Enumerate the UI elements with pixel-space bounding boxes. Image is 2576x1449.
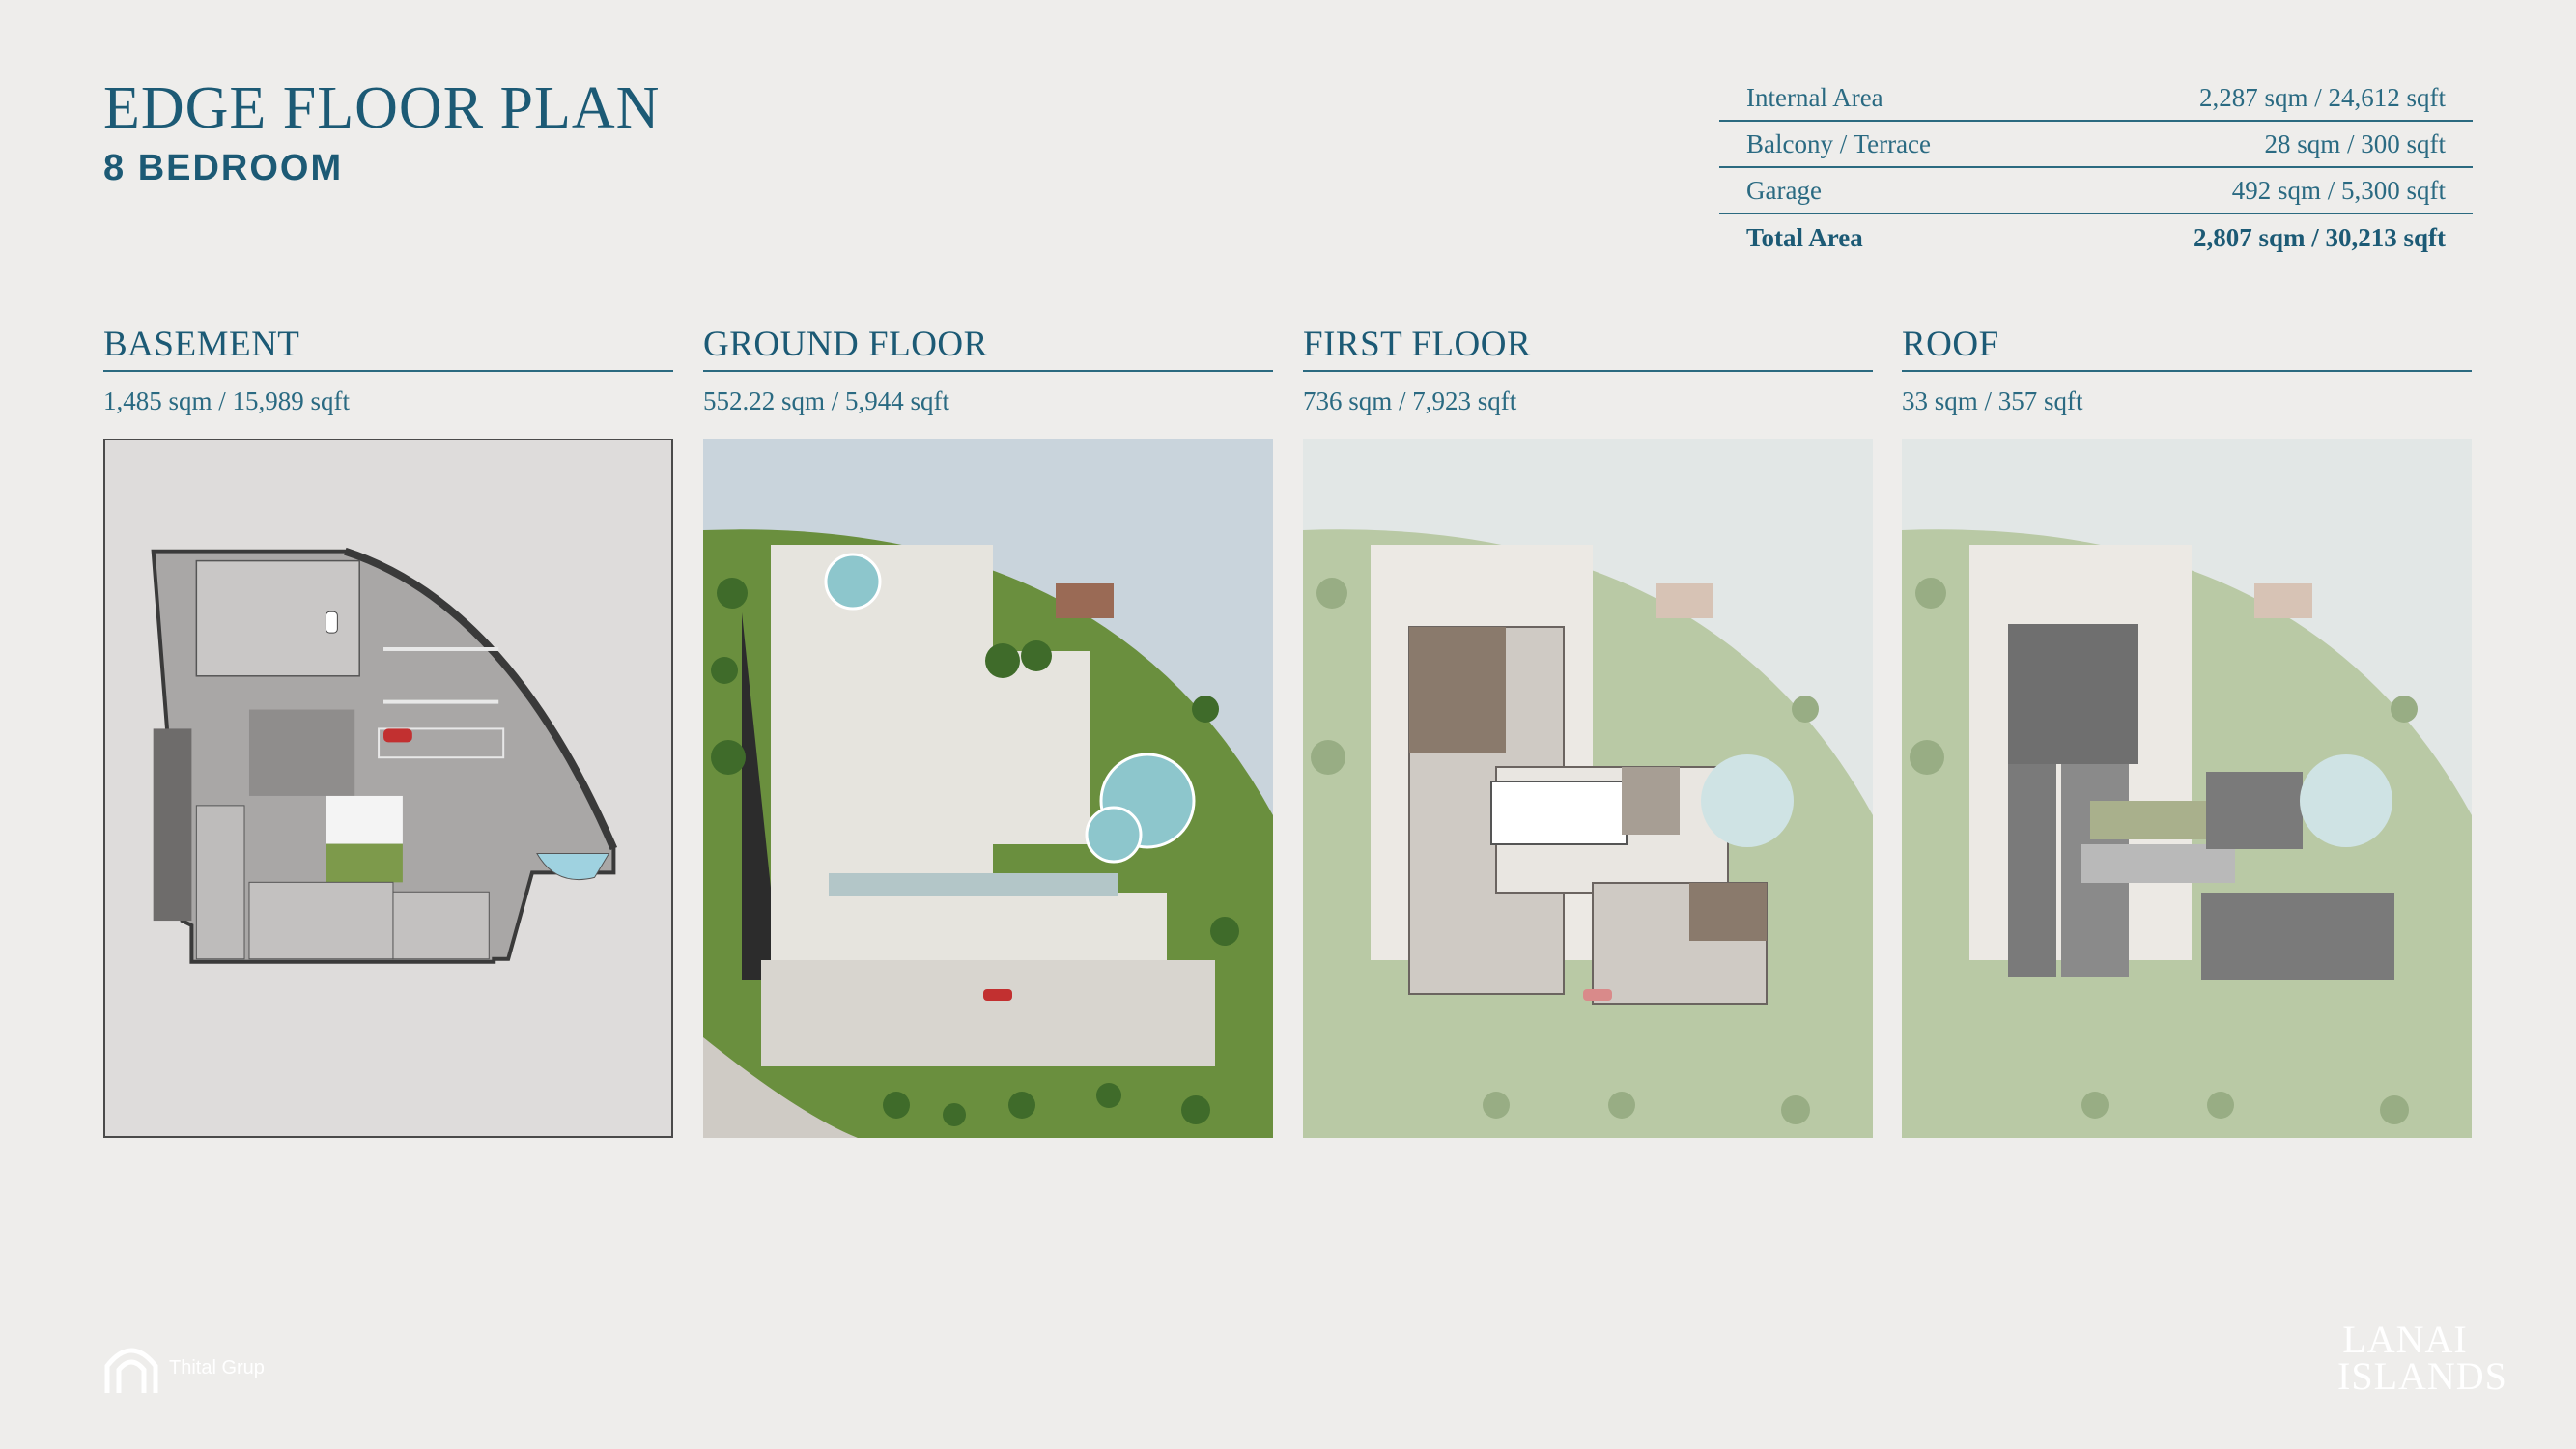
area-value: 2,287 sqm / 24,612 sqft [2198, 82, 2446, 112]
floor-name: GROUND FLOOR [703, 324, 1273, 372]
floor-area: 552.22 sqm / 5,944 sqft [703, 386, 950, 415]
area-value: 2,807 sqm / 30,213 sqft [2193, 222, 2446, 252]
logo-line-2: ISLANDS [2337, 1354, 2507, 1398]
area-label: Balcony / Terrace [1746, 128, 1932, 158]
first-floor-plan-drawing [1303, 439, 1873, 1138]
area-row-internal: Internal Area 2,287 sqm / 24,612 sqft [1719, 75, 2473, 122]
floor-name: BASEMENT [103, 324, 673, 372]
lanai-islands-logo: LANAI ISLANDS [2337, 1318, 2507, 1398]
arch-logo-icon [104, 1348, 158, 1393]
floor-area: 1,485 sqm / 15,989 sqft [103, 386, 351, 415]
area-row-balcony: Balcony / Terrace 28 sqm / 300 sqft [1719, 122, 2473, 168]
floor-area: 33 sqm / 357 sqft [1902, 386, 2083, 415]
ground-floor-plan-image [703, 439, 1273, 1138]
area-value: 28 sqm / 300 sqft [2264, 128, 2446, 158]
area-value: 492 sqm / 5,300 sqft [2231, 175, 2446, 205]
area-label: Total Area [1746, 222, 1863, 252]
title-block: EDGE FLOOR PLAN 8 BEDROOM [103, 77, 660, 187]
page-subtitle: 8 BEDROOM [103, 148, 344, 188]
developer-logo: Thital Grup [103, 1341, 265, 1395]
area-row-total: Total Area 2,807 sqm / 30,213 sqft [1719, 214, 2473, 261]
logo-line-1: LANAI [2342, 1318, 2468, 1361]
developer-logo-text: Thital Grup [169, 1357, 265, 1378]
floor-name: FIRST FLOOR [1303, 324, 1873, 372]
area-label: Garage [1746, 175, 1822, 205]
basement-plan-image [103, 439, 673, 1138]
floor-basement-header: BASEMENT 1,485 sqm / 15,989 sqft [103, 324, 673, 416]
floor-name: ROOF [1902, 324, 2472, 372]
floor-ground-header: GROUND FLOOR 552.22 sqm / 5,944 sqft [703, 324, 1273, 416]
basement-plan-drawing [151, 547, 618, 964]
floor-roof-header: ROOF 33 sqm / 357 sqft [1902, 324, 2472, 416]
floor-area: 736 sqm / 7,923 sqft [1303, 386, 1517, 415]
first-floor-plan-image [1303, 439, 1873, 1138]
area-row-garage: Garage 492 sqm / 5,300 sqft [1719, 168, 2473, 214]
floor-first-header: FIRST FLOOR 736 sqm / 7,923 sqft [1303, 324, 1873, 416]
page-title: EDGE FLOOR PLAN [103, 75, 661, 141]
ground-floor-plan-drawing [703, 439, 1273, 1138]
roof-plan-drawing [1902, 439, 2472, 1138]
roof-plan-image [1902, 439, 2472, 1138]
area-label: Internal Area [1746, 82, 1883, 112]
area-summary-table: Internal Area 2,287 sqm / 24,612 sqft Ba… [1719, 75, 2473, 261]
